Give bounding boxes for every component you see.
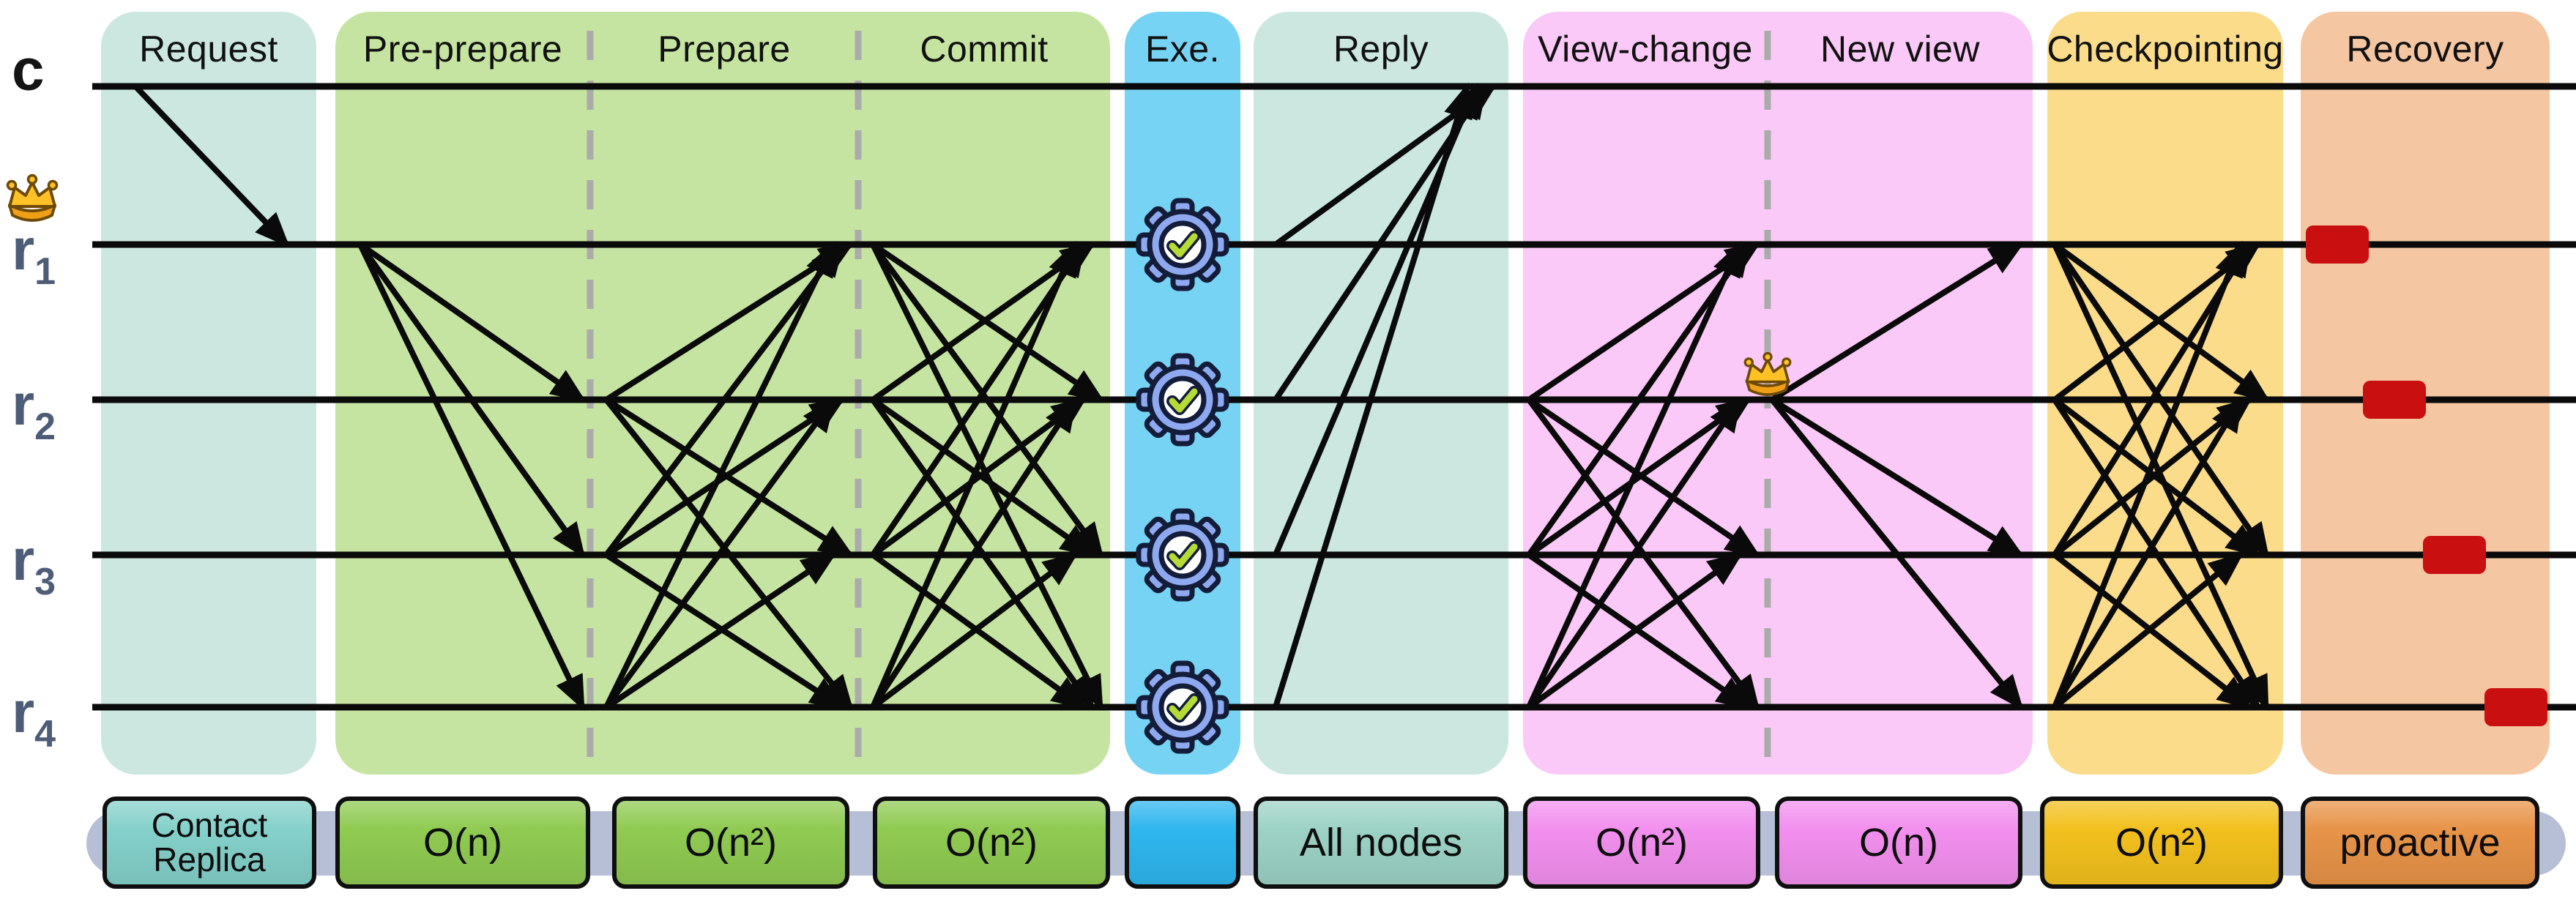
- message-arrow-new-view-r2-to-r1: [1770, 242, 2025, 403]
- phase-label-prepare: Prepare: [658, 29, 791, 70]
- cost-box-o-n-: O(n): [335, 797, 590, 889]
- row-label-base-r2: r: [12, 372, 35, 437]
- message-arrow-view-change-r4-to-r3: [1527, 552, 1743, 710]
- failure-marker-r4: [2484, 688, 2547, 726]
- execute-gear-icon: [1136, 660, 1229, 754]
- message-arrow-prepare-r3-to-r2: [604, 397, 846, 558]
- message-arrow-prepare-r4-to-r2: [603, 396, 836, 709]
- message-arrow-commit-r3-to-r1: [870, 241, 1087, 557]
- message-arrow-reply-r4-to-c: [1273, 82, 1473, 709]
- cost-box-contact-replica: Contact Replica: [103, 797, 316, 889]
- row-label-r2: r2: [12, 371, 56, 449]
- execute-gear-icon: [1136, 198, 1229, 291]
- message-arrow-view-change-r4-to-r2: [1526, 396, 1743, 709]
- message-arrow-new-view-r2-to-r4: [1769, 398, 2024, 711]
- cost-box-label: O(n²): [685, 821, 777, 865]
- message-arrow-prepare-r2-to-r1: [604, 242, 855, 403]
- message-arrow-commit-r4-to-r1: [870, 240, 1078, 709]
- message-arrow-pre-prepare-r1-to-r2: [358, 242, 587, 403]
- row-label-r4: r4: [12, 679, 56, 756]
- message-arrow-prepare-r4-to-r1: [603, 240, 836, 709]
- message-arrow-pre-prepare-r1-to-r3: [357, 242, 586, 559]
- message-arrow-view-change-r2-to-r1: [1527, 242, 1761, 403]
- message-arrow-prepare-r2-to-r4: [603, 398, 854, 711]
- crown-icon: [1743, 351, 1792, 396]
- phase-label-exe-: Exe.: [1144, 29, 1221, 70]
- message-arrow-checkpointing-r4-to-r2: [2052, 396, 2244, 709]
- message-arrow-commit-r1-to-r3: [870, 242, 1104, 559]
- phase-label-checkpointing: Checkpointing: [2047, 29, 2284, 70]
- phase-label-pre-prepare: Pre-prepare: [362, 29, 563, 70]
- band-request: [101, 12, 316, 775]
- row-label-base-r1: r: [12, 217, 35, 282]
- failure-marker-r1: [2306, 225, 2369, 264]
- message-arrow-view-change-r3-to-r1: [1526, 241, 1752, 557]
- cost-box-o-n²-: O(n²): [1523, 797, 1760, 889]
- cost-box-proactive: proactive: [2301, 797, 2539, 889]
- row-label-subscript-r1: 1: [34, 250, 56, 293]
- phase-label-reply: Reply: [1333, 29, 1429, 70]
- message-arrow-new-view-r2-to-r3: [1770, 397, 2025, 558]
- message-arrow-checkpointing-r1-to-r4: [2052, 243, 2270, 712]
- failure-marker-r3: [2423, 536, 2486, 574]
- message-arrow-commit-r1-to-r4: [870, 243, 1104, 712]
- message-arrow-request-c-to-r1: [133, 84, 290, 248]
- execute-gear-icon: [1136, 353, 1229, 447]
- phase-label-commit: Commit: [920, 29, 1049, 70]
- message-arrow-checkpointing-r2-to-r4: [2052, 398, 2261, 711]
- crown-icon: [6, 174, 59, 222]
- phase-label-request: Request: [139, 29, 278, 70]
- row-label-subscript-r2: 2: [34, 406, 56, 448]
- message-arrow-view-change-r4-to-r1: [1526, 240, 1743, 709]
- row-label-c: c: [12, 29, 45, 106]
- cost-box-o-n-: O(n): [1775, 797, 2022, 889]
- cost-box-label: Contact Replica: [151, 806, 268, 879]
- phase-label-view-change: View-change: [1538, 29, 1753, 70]
- row-label-subscript-r3: 3: [34, 561, 56, 603]
- row-label-base-r3: r: [12, 527, 35, 592]
- row-label-subscript-r4: 4: [34, 713, 56, 756]
- cost-box-label: All nodes: [1299, 821, 1463, 865]
- message-arrow-view-change-r2-to-r4: [1526, 398, 1760, 711]
- message-arrow-commit-r4-to-r2: [870, 396, 1078, 709]
- phase-label-recovery: Recovery: [2346, 29, 2504, 70]
- row-label-r3: r3: [12, 526, 56, 604]
- message-arrow-checkpointing-r4-to-r3: [2052, 552, 2244, 710]
- message-arrow-pre-prepare-r1-to-r4: [357, 243, 586, 712]
- cost-box-o-n²-: O(n²): [873, 797, 1110, 889]
- cost-box-label: O(n): [423, 821, 502, 865]
- phase-label-new-view: New view: [1820, 29, 1980, 70]
- message-arrow-checkpointing-r4-to-r1: [2052, 240, 2244, 709]
- message-arrow-checkpointing-r1-to-r3: [2052, 242, 2270, 559]
- cost-box-execution: [1125, 797, 1240, 889]
- row-label-r1: r1: [12, 216, 56, 294]
- row-label-base-c: c: [12, 37, 45, 102]
- message-arrow-commit-r2-to-r4: [870, 398, 1095, 711]
- execute-gear-icon: [1136, 508, 1229, 602]
- row-label-base-r4: r: [12, 679, 35, 745]
- message-arrow-commit-r4-to-r3: [871, 552, 1079, 710]
- cost-box-o-n²-: O(n²): [612, 797, 849, 889]
- cost-box-label: O(n): [1859, 821, 1938, 865]
- cost-box-label: proactive: [2339, 821, 2501, 865]
- message-arrow-prepare-r4-to-r3: [604, 552, 837, 710]
- cost-box-label: O(n²): [945, 821, 1038, 865]
- cost-box-o-n²-: O(n²): [2040, 797, 2283, 889]
- cost-box-all-nodes: All nodes: [1254, 797, 1508, 889]
- cost-box-label: O(n²): [2115, 821, 2208, 865]
- message-arrow-prepare-r3-to-r1: [603, 241, 845, 557]
- cost-box-label: O(n²): [1596, 821, 1688, 865]
- failure-marker-r2: [2363, 381, 2426, 419]
